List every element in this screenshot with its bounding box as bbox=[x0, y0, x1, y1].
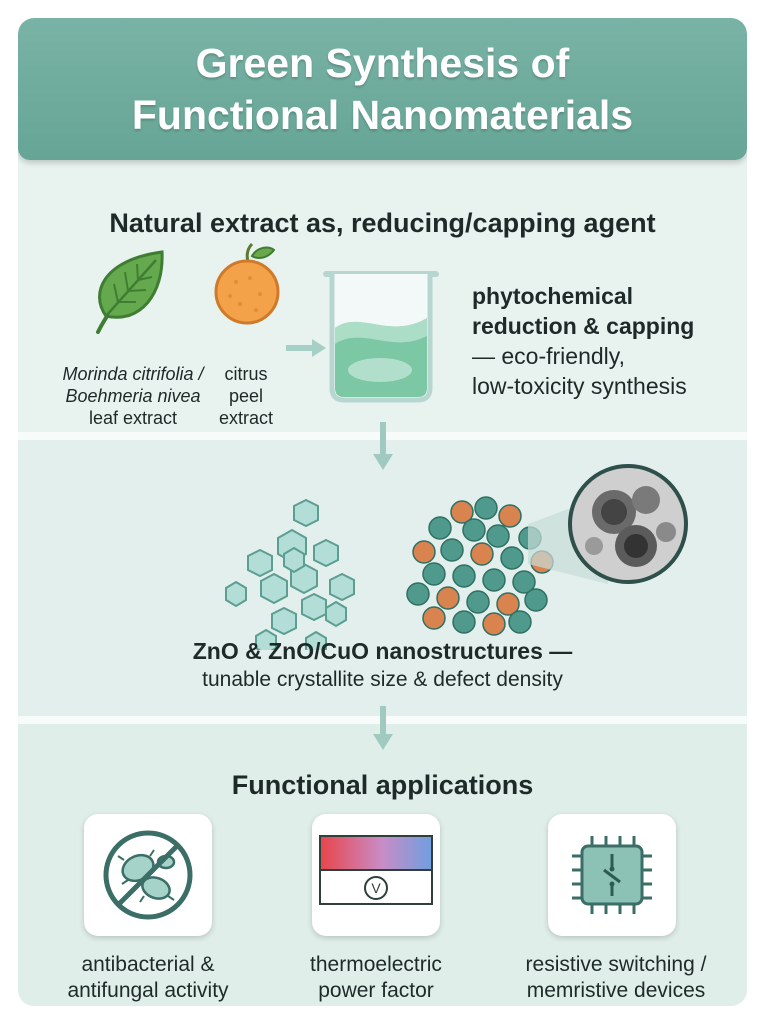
nanostructure-title: ZnO & ZnO/CuO nanostructures — bbox=[192, 638, 573, 664]
memristor-line-2: memristive devices bbox=[526, 979, 706, 1002]
applications-heading: Functional applications bbox=[231, 770, 534, 800]
nanostructure-section: ZnO & ZnO/CuO nanostructures — tunable c… bbox=[18, 440, 747, 716]
leaf-extract-line-2: Boehmeria nivea bbox=[65, 386, 201, 406]
process-line-2: reduction & capping bbox=[472, 313, 695, 339]
thermoelectric-card: V bbox=[312, 814, 440, 936]
citrus-line-3: extract bbox=[218, 408, 274, 428]
arrow-down-icon bbox=[373, 706, 393, 750]
process-line-3: — eco-friendly, bbox=[472, 343, 625, 369]
title-line-2: Functional Nanomaterials bbox=[131, 92, 634, 138]
thermoelectric-label: thermoelectric power factor bbox=[271, 952, 481, 1004]
antimicrobial-line-1: antibacterial & bbox=[81, 953, 215, 976]
no-microbe-icon bbox=[103, 830, 193, 920]
extract-section: Natural extract as, reducing/capping age… bbox=[18, 160, 747, 432]
antimicrobial-line-2: antifungal activity bbox=[67, 979, 229, 1002]
memristor-card bbox=[548, 814, 676, 936]
arrow-down-icon bbox=[373, 422, 393, 470]
tem-micrograph-inset bbox=[568, 464, 688, 584]
citrus-extract-label: citrus peel extract bbox=[211, 363, 281, 429]
extract-heading: Natural extract as, reducing/capping age… bbox=[109, 208, 656, 238]
nanostructure-subtitle: tunable crystallite size & defect densit… bbox=[202, 668, 563, 691]
antimicrobial-card bbox=[84, 814, 212, 936]
orange-icon bbox=[214, 242, 280, 325]
memristor-line-1: resistive switching / bbox=[525, 953, 707, 976]
thermoelectric-line-2: power factor bbox=[318, 979, 434, 1002]
leaf-extract-line-3: leaf extract bbox=[88, 408, 178, 428]
thermoelectric-line-1: thermoelectric bbox=[310, 953, 442, 976]
process-description: phytochemical reduction & capping — eco-… bbox=[472, 281, 742, 401]
leaf-extract-line-1: Morinda citrifolia / bbox=[62, 364, 204, 384]
title-line-1: Green Synthesis of bbox=[195, 40, 570, 86]
zno-hexagon-crystals bbox=[225, 498, 355, 650]
infographic-card: Green Synthesis of Functional Nanomateri… bbox=[18, 18, 747, 1006]
citrus-line-1: citrus bbox=[224, 364, 268, 384]
process-line-1: phytochemical bbox=[472, 283, 634, 309]
applications-section: Functional applications antibacterial & … bbox=[18, 724, 747, 1006]
antimicrobial-label: antibacterial & antifungal activity bbox=[43, 952, 253, 1004]
voltmeter-symbol: V bbox=[371, 880, 381, 896]
title-banner: Green Synthesis of Functional Nanomateri… bbox=[18, 18, 747, 160]
leaf-icon bbox=[96, 250, 164, 334]
memristor-label: resistive switching / memristive devices bbox=[511, 952, 721, 1004]
chip-switch-icon bbox=[572, 836, 652, 914]
citrus-line-2: peel bbox=[228, 386, 264, 406]
nanostructure-caption: ZnO & ZnO/CuO nanostructures — tunable c… bbox=[18, 636, 747, 694]
beaker-icon bbox=[323, 271, 439, 403]
thermoelectric-icon: V bbox=[319, 835, 433, 905]
process-line-4: low-toxicity synthesis bbox=[472, 373, 687, 399]
leaf-extract-label: Morinda citrifolia / Boehmeria nivea lea… bbox=[38, 363, 228, 429]
arrow-right-icon bbox=[286, 339, 326, 357]
